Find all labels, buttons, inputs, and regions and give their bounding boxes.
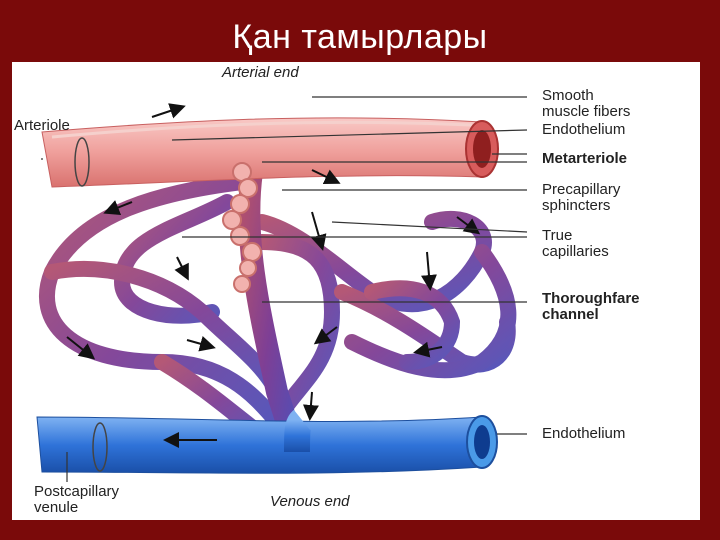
venule-vessel [36, 409, 498, 474]
label-precapillary-sphincters: Precapillary sphincters [542, 181, 621, 214]
slide-title: Қан тамырлары [232, 18, 488, 56]
label-endothelium-bottom: Endothelium [542, 425, 626, 442]
diagram-panel: Arterial end Arteriole Smooth muscle fib… [12, 62, 700, 520]
label-venous-end: Venous end [270, 493, 350, 510]
label-thoroughfare-channel: Thoroughfare channel [542, 290, 640, 323]
label-arteriole: Arteriole [14, 117, 70, 134]
label-arterial-end: Arterial end [222, 64, 299, 81]
label-endothelium-top: Endothelium [542, 121, 626, 138]
flow-arrows [66, 103, 481, 448]
leader-lines [41, 96, 528, 482]
label-smooth-muscle-fibers: Smooth muscle fibers [542, 87, 631, 120]
capillary-bed-illustration [36, 96, 528, 482]
metarteriole-sphincters [222, 162, 262, 293]
capillary-network [39, 174, 517, 450]
label-metarteriole: Metarteriole [542, 150, 628, 167]
label-true-capillaries: True capillaries [542, 227, 609, 260]
label-postcapillary-venule: Postcapillary venule [34, 483, 120, 516]
arteriole-vessel [41, 117, 499, 188]
